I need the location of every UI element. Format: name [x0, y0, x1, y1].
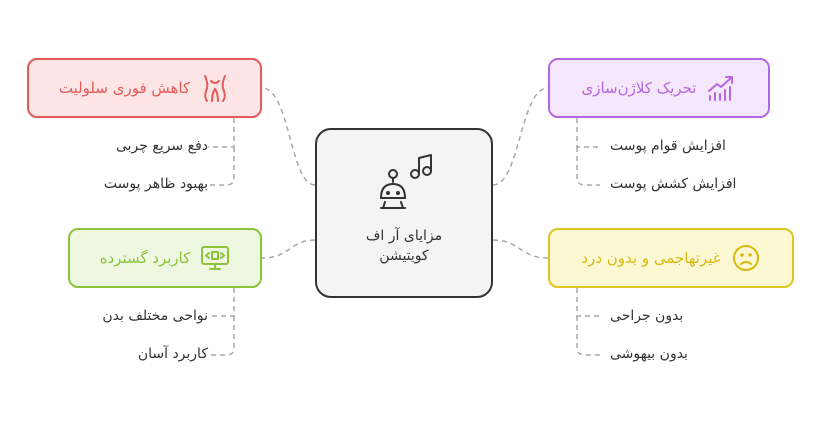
node-label: غیرتهاجمی و بدون درد	[581, 249, 721, 267]
connector-tl-item1	[208, 118, 235, 148]
connector-center-top-right	[492, 87, 549, 186]
growth-chart-icon	[708, 76, 734, 101]
node-label: کاهش فوری سلولیت	[58, 79, 191, 97]
node-label: تحریک کلاژن‌سازی	[581, 79, 697, 97]
list-item: بدون جراحی	[610, 308, 684, 324]
connector-bl-item2	[208, 316, 235, 356]
center-label-line1: مزایای آر اف	[365, 228, 443, 244]
connector-bl-item1	[208, 288, 235, 317]
node-instant-cellulite-reduction: کاهش فوری سلولیت	[27, 58, 262, 118]
center-label-line2: کویتیشن	[379, 248, 429, 264]
connector-tr-item2	[576, 147, 600, 186]
node-label: کاربرد گسترده	[99, 249, 191, 267]
connector-tl-item2	[208, 147, 235, 186]
list-item: دفع سریع چربی	[115, 138, 208, 154]
list-item: بهبود ظاهر پوست	[103, 176, 208, 192]
connector-br-item1	[576, 288, 600, 317]
connector-center-top-left	[261, 87, 316, 186]
list-item: نواحی مختلف بدن	[102, 308, 208, 324]
body-shape-icon	[204, 75, 227, 102]
list-item: افزایش قوام پوست	[610, 138, 726, 154]
center-label: مزایای آر اف کویتیشن	[317, 226, 491, 266]
worried-face-icon	[732, 245, 759, 271]
node-wide-application: کاربرد گسترده	[68, 228, 262, 288]
node-collagen-stimulation: تحریک کلاژن‌سازی	[548, 58, 770, 118]
center-node: مزایای آر اف کویتیشن	[315, 128, 493, 298]
list-item: افزایش کشش پوست	[610, 176, 737, 192]
connector-center-bottom-right	[492, 239, 549, 259]
connector-tr-item1	[576, 118, 600, 148]
connector-center-bottom-left	[261, 239, 316, 259]
monitor-code-icon	[201, 246, 230, 270]
node-non-invasive-painless: غیرتهاجمی و بدون درد	[548, 228, 794, 288]
list-item: کاربرد آسان	[137, 346, 208, 362]
robot-music-icon	[380, 154, 432, 209]
connector-br-item2	[576, 316, 600, 356]
list-item: بدون بیهوشی	[610, 346, 688, 362]
